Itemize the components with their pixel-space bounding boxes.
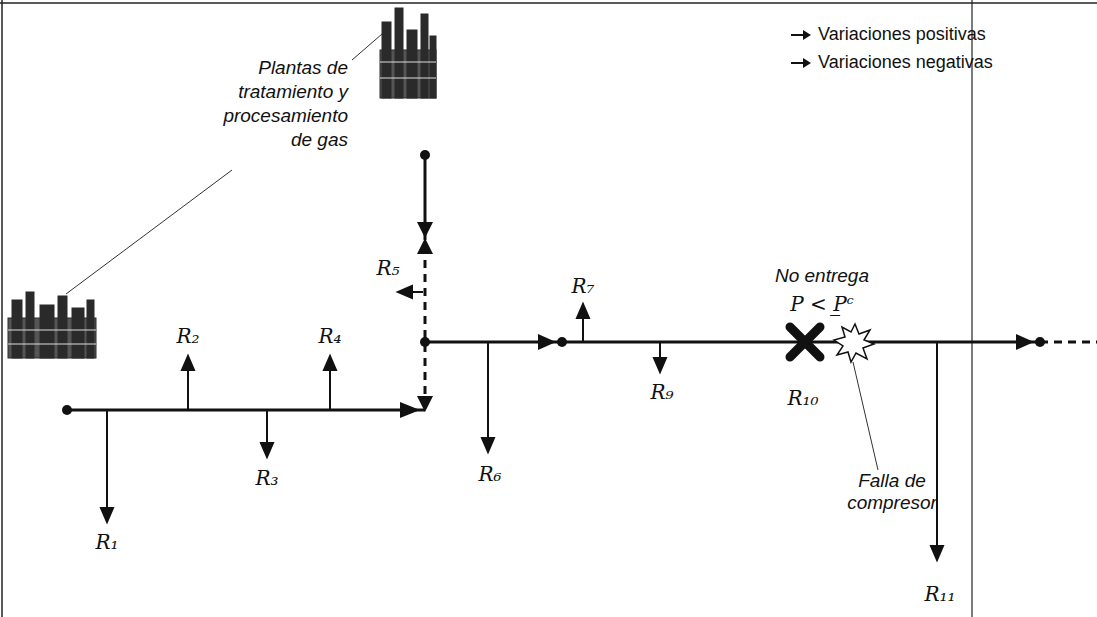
bidirectional-pipeline [425,232,1097,404]
gas-plant-icon [380,8,436,98]
pipeline [67,155,1040,410]
flow-arrowhead [400,222,1034,418]
plant-caption: Plantas de tratamiento y procesamiento d… [208,56,348,152]
legend-entry: Variaciones positivas [790,24,986,45]
outflow-label: R₁ [95,530,118,554]
frame-line [1,0,3,617]
no-delivery-cross [790,327,820,357]
outflow-label: R₃ [255,466,278,490]
compressor-failure-burst [834,324,874,362]
leader-line [352,34,382,60]
legend-arrow-sample [790,56,812,70]
inflow-label: R₂ [176,324,199,348]
outflow-label: R₉ [650,380,673,404]
legend-text: Variaciones positivas [818,24,986,45]
outflow-label: R₁₀ [787,386,818,410]
leader-line [853,362,878,470]
legend-arrow-sample [790,28,812,42]
outflow-label: R₅ [376,256,399,280]
legend-entry: Variaciones negativas [790,52,993,73]
legend-text: Variaciones negativas [818,52,993,73]
inflow-label: R₇ [571,274,594,298]
outflow-label: R₆ [478,462,501,486]
frame-line [0,2,1097,4]
variation-arrow [101,286,943,560]
pressure-condition: P < P̲ᶜ [790,292,853,316]
pipeline-node [62,150,1045,415]
gas-plant-icon [8,292,96,358]
leader-line [66,170,232,294]
failure-note: No entrega [775,265,869,287]
frame-line [971,0,972,617]
failure-note: Falla de compresor [842,470,942,514]
outflow-label: R₁₁ [924,582,955,606]
inflow-label: R₄ [318,324,341,348]
